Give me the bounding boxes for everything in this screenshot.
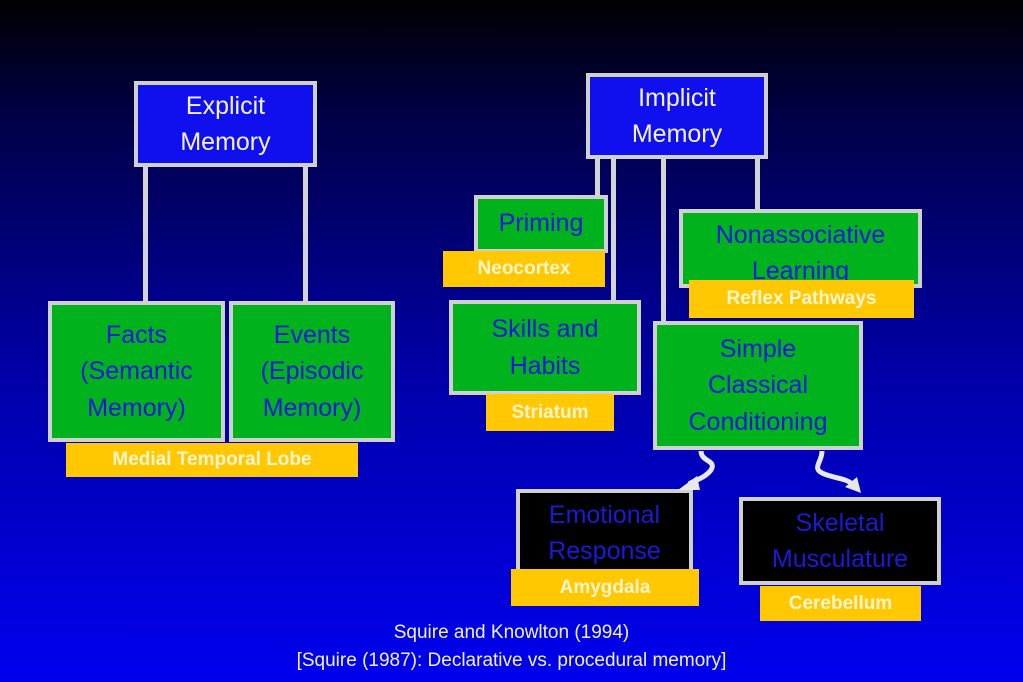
arrow-to-skeletal: [815, 450, 854, 486]
skills-habits-box: Skills and Habits: [449, 300, 641, 395]
events-box: Events (Episodic Memory): [229, 301, 395, 442]
nonassociative-box: Nonassociative Learning: [679, 209, 922, 288]
priming-label: Priming: [498, 209, 584, 237]
events-label: Events (Episodic Memory): [260, 321, 364, 422]
nonassociative-label: Nonassociative Learning: [715, 221, 886, 286]
connector-line: [661, 156, 666, 326]
reflex-pathways-tag: Reflex Pathways: [689, 280, 914, 318]
classical-conditioning-box: Simple Classical Conditioning: [653, 321, 863, 450]
connector-line: [143, 164, 148, 304]
connector-line: [595, 156, 600, 200]
emotional-response-label: Emotional Response: [548, 501, 661, 566]
skeletal-musculature-label: Skeletal Musculature: [771, 508, 909, 573]
connector-line: [303, 164, 308, 304]
priming-box: Priming: [474, 195, 608, 253]
arrow-to-emotional: [687, 450, 715, 487]
facts-box: Facts (Semantic Memory): [48, 301, 225, 442]
explicit-memory-label: Explicit Memory: [180, 91, 271, 156]
neocortex-tag: Neocortex: [443, 251, 605, 287]
facts-label: Facts (Semantic Memory): [80, 321, 193, 422]
cerebellum-tag: Cerebellum: [760, 586, 921, 621]
medial-temporal-lobe-tag: Medial Temporal Lobe: [66, 443, 358, 477]
connector-line: [611, 156, 616, 304]
arrowhead-skeletal: [845, 477, 861, 493]
arrowhead-emotional: [678, 476, 700, 490]
caption-line-2: [Squire (1987): Declarative vs. procedur…: [296, 650, 727, 671]
classical-conditioning-label: Simple Classical Conditioning: [688, 335, 828, 436]
caption-line-1: Squire and Knowlton (1994): [393, 622, 630, 643]
connector-line: [755, 156, 760, 213]
emotional-response-box: Emotional Response: [516, 489, 693, 579]
amygdala-tag: Amygdala: [511, 569, 699, 606]
striatum-tag: Striatum: [486, 394, 614, 431]
skeletal-musculature-box: Skeletal Musculature: [739, 497, 941, 585]
implicit-memory-label: Implicit Memory: [631, 83, 723, 148]
implicit-memory-box: Implicit Memory: [586, 73, 768, 159]
explicit-memory-box: Explicit Memory: [134, 81, 317, 167]
skills-habits-label: Skills and Habits: [491, 315, 599, 380]
